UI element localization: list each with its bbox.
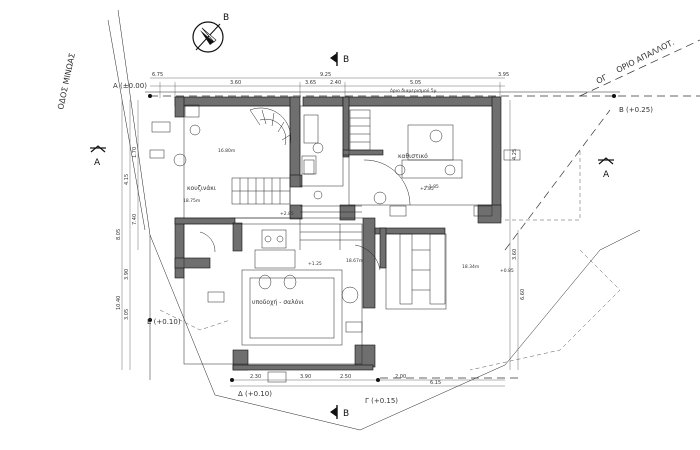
- dimension-lines: [121, 77, 519, 387]
- top-dim: 3.95: [498, 72, 509, 78]
- corner-markers: [148, 94, 616, 382]
- top-dim: 3.60: [230, 80, 241, 86]
- walls: [174, 96, 502, 371]
- top-dim: 2.40: [330, 80, 341, 86]
- left-dim: 3.90: [124, 269, 130, 280]
- street-label-left: ΟΔΟΣ ΜΙΝΩΑΣ: [56, 52, 77, 110]
- bottom-dim: 2.50: [340, 374, 351, 380]
- bottom-dim: 2.30: [250, 374, 261, 380]
- boundary-note: όριο διαμερισμού 5μ: [390, 87, 437, 94]
- level-tag: +1.25: [308, 261, 322, 267]
- north-arrow: [192, 21, 224, 53]
- corner-label-a: Α (±0.00): [113, 82, 147, 90]
- right-dim: 4.25: [512, 149, 518, 160]
- left-dim: 4.15: [124, 174, 130, 185]
- top-dim: 6.75: [152, 72, 163, 78]
- area-tag: 18.75m: [183, 198, 200, 204]
- level-tag: +2.85: [280, 211, 294, 217]
- section-marker-b-top: [330, 52, 338, 66]
- section-label-b-top: Β: [343, 55, 349, 65]
- room-label-living: καθιστικό: [398, 153, 428, 160]
- area-tag: 18.67m: [346, 258, 363, 264]
- left-dim: 7.40: [132, 214, 138, 225]
- furniture: [173, 104, 463, 304]
- level-tag: +0.85: [500, 268, 514, 274]
- area-tag: 18.34m: [462, 264, 479, 270]
- bottom-dim: 6.15: [430, 380, 441, 386]
- room-label-reception: υποδοχή - σαλόνι: [252, 299, 304, 306]
- street-label-right: ΟΡΙΟ ΑΠΑΛΛΟΤ.: [615, 38, 676, 75]
- level-tag: +1.85: [425, 184, 439, 190]
- left-dim: 8.05: [116, 229, 122, 240]
- bottom-dim: 2.00: [395, 374, 406, 380]
- room-label-kitchen: κουζινάκι: [187, 185, 216, 192]
- plot-boundary: [107, 9, 700, 431]
- corner-label-e: Ε (+0.10): [147, 318, 181, 326]
- interior-partitions: [183, 105, 493, 365]
- top-dim: 9.25: [320, 72, 331, 78]
- corner-label-b: Β (+0.25): [619, 106, 653, 114]
- section-marker-b-bottom: [330, 405, 338, 419]
- left-dim: 1.70: [132, 147, 138, 158]
- top-dim: 3.65: [305, 80, 316, 86]
- bottom-dim: 3.90: [300, 374, 311, 380]
- section-marker-a-right: [598, 157, 614, 165]
- section-label-a-left: Α: [94, 158, 101, 168]
- corner-label-d: Δ (+0.10): [238, 390, 272, 398]
- section-label-a-right: Α: [603, 170, 610, 180]
- north-label: Β: [223, 13, 229, 23]
- section-label-b-bottom: Β: [343, 409, 349, 419]
- right-dim: 6.60: [520, 289, 526, 300]
- corner-label-g: Γ (+0.15): [365, 397, 398, 405]
- left-dim: 3.05: [124, 309, 130, 320]
- staircase: [231, 107, 362, 241]
- section-marker-a-left: [90, 145, 106, 153]
- top-dim: 5.05: [410, 80, 421, 86]
- area-tag: 16.80m: [218, 148, 235, 154]
- left-dim: 10.40: [116, 296, 122, 310]
- level-tag: +2.85: [420, 186, 434, 192]
- right-dim: 3.60: [512, 249, 518, 260]
- tag-boxes: [149, 121, 521, 383]
